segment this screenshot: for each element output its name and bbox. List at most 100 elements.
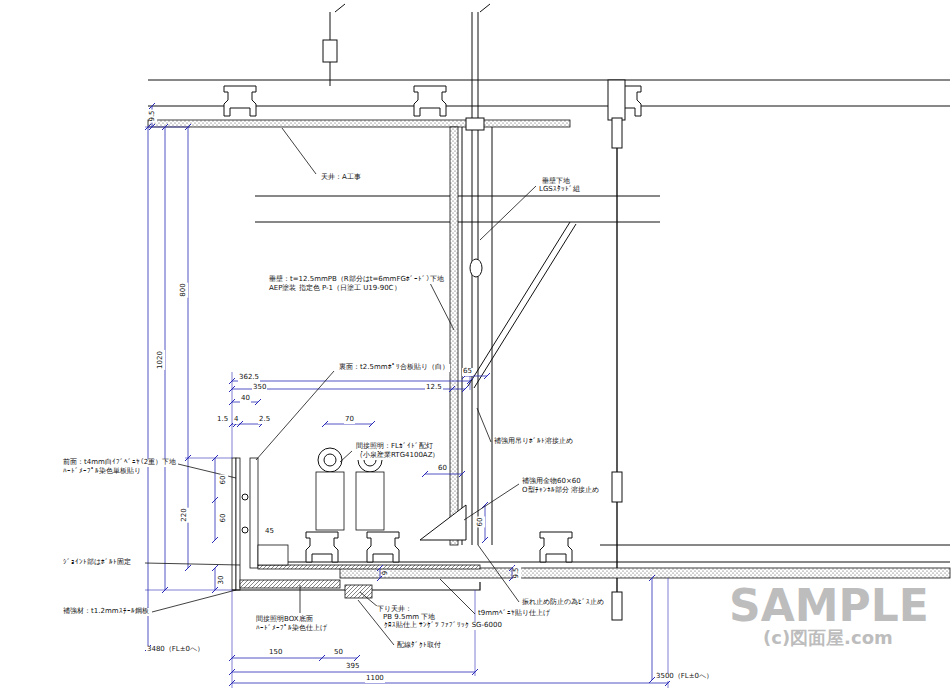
dimension-line [232, 683, 668, 684]
dimension-tick [229, 386, 235, 392]
watermark: (c)図面屋.com [762, 628, 894, 648]
ceiling-clip [414, 86, 446, 116]
ceiling-channel [600, 545, 950, 546]
ceiling-board [148, 120, 570, 127]
dimension-label: 60 [220, 475, 228, 486]
note-label: PB 9.5mm 下地 [382, 614, 436, 622]
extension-line [185, 458, 232, 459]
dimension-tick [484, 373, 490, 379]
dimension-label: 60 [477, 517, 485, 528]
dimension-tick [185, 565, 191, 571]
brace [474, 224, 576, 388]
wiring-duct [345, 585, 372, 598]
break-mark [335, 4, 345, 12]
dimension-tick [229, 680, 235, 686]
dimension-tick [369, 421, 375, 427]
note-label: 前面：t4mm白ｲﾌﾞﾍﾞﾆﾔ（2重）下地 [62, 459, 177, 467]
ceiling-clip [306, 532, 338, 562]
note-label: 天井：A工事 [320, 174, 362, 182]
note-label: 下り天井： [376, 606, 413, 614]
screw [242, 527, 248, 533]
note-label: 間接照明BOX底面 [255, 616, 314, 624]
note-label: 垂壁：t=12.5mmPB（R部分はt=6mmFGﾎﾞｰﾄﾞ）下地 [268, 276, 445, 284]
dimension-label: 45 [264, 528, 275, 536]
note-label: （小泉産業RTG4100AZ） [355, 452, 440, 460]
note-label: 裏面：t2.5mmﾎﾟﾘ合板貼り（白） [338, 364, 450, 372]
lamp-body [316, 472, 344, 530]
note-label: ﾊｰﾄﾞﾒｰﾌﾟﾙ染色単板貼り [62, 468, 142, 476]
carrying-channel [148, 106, 950, 107]
leader-line [152, 590, 236, 612]
leader-line [464, 484, 519, 520]
dimension-tick [319, 655, 325, 661]
lamp [324, 454, 336, 466]
dimension-label: 9.5 [513, 566, 521, 579]
watermark: SAMPLE [728, 582, 930, 630]
corner-block [258, 545, 288, 565]
dimension-tick [354, 655, 360, 661]
note-label: O型ﾁｬﾝﾈﾙ部分 溶接止め [521, 487, 600, 495]
note-label: 補強用金物60×60 [521, 478, 582, 486]
screw [242, 494, 248, 500]
dimension-tick [449, 386, 455, 392]
dimension-line [215, 500, 216, 540]
dimension-line [322, 658, 357, 659]
dimension-label: 2.5 [258, 416, 271, 424]
service-hole [470, 259, 482, 277]
lower-ceiling-board [340, 568, 950, 578]
dimension-tick [149, 103, 155, 109]
extension-line [475, 590, 476, 676]
dimension-tick [422, 471, 428, 477]
extension-line [145, 590, 232, 591]
hanger-fitting [608, 80, 625, 120]
hanger-bolt [478, 12, 479, 545]
bolt-nut [612, 472, 622, 502]
dimension-line [215, 568, 216, 590]
note-label: 振れ止め防止の為ﾋﾞｽ止め [521, 599, 605, 607]
leader-line [430, 283, 454, 330]
leader-line [300, 585, 301, 613]
leader-line [360, 592, 378, 607]
dimension-tick [472, 669, 478, 675]
dimension-line [148, 127, 149, 648]
extension-line [232, 590, 233, 688]
leader-line [440, 579, 475, 614]
lamp [318, 448, 342, 472]
bolt-nut [466, 118, 484, 130]
dimension-label: 350 [252, 384, 267, 392]
front-veneer [236, 458, 240, 590]
leader-line [282, 128, 316, 174]
dimension-tick [212, 497, 218, 503]
dimension-line [215, 458, 216, 500]
lgs-stud [462, 127, 463, 545]
dimension-label: 150 [268, 649, 283, 657]
dimension-line [232, 672, 475, 673]
dimension-label: 50 [333, 649, 344, 657]
leader-line [145, 563, 240, 565]
ceiling-channel [258, 562, 950, 563]
ceiling-clip [224, 86, 256, 116]
dimension-label: 1.5 [216, 416, 229, 424]
note-label: 補強用吊りﾎﾞﾙﾄ溶接止め [493, 438, 574, 446]
gypsum-board [450, 127, 458, 545]
leader-line [480, 186, 536, 240]
dimension-tick [212, 565, 218, 571]
dimension-tick [255, 399, 261, 405]
carrying-channel [148, 80, 950, 81]
note-label: ﾊｰﾄﾞﾒｰﾌﾟﾙ染色仕上げ [255, 625, 328, 633]
dimension-line [232, 381, 470, 382]
note-label: 間接照明：FLｶﾞｲﾄﾞ配灯 [355, 443, 434, 451]
bolt-nut [612, 118, 622, 148]
dimension-tick [229, 399, 235, 405]
ceiling-clip [540, 532, 572, 562]
dimension-label: 395 [345, 663, 360, 671]
dimension-tick [229, 669, 235, 675]
dimension-line [232, 658, 322, 659]
dimension-tick [665, 680, 671, 686]
dimension-label: 9.5 [149, 109, 157, 122]
note-label: 補強材：t1.2mmｽﾁｰﾙ鋼板 [62, 608, 150, 616]
dimension-label: 1100 [365, 675, 385, 683]
dimension-tick [459, 471, 465, 477]
dimension-label: 12.5 [425, 384, 443, 392]
